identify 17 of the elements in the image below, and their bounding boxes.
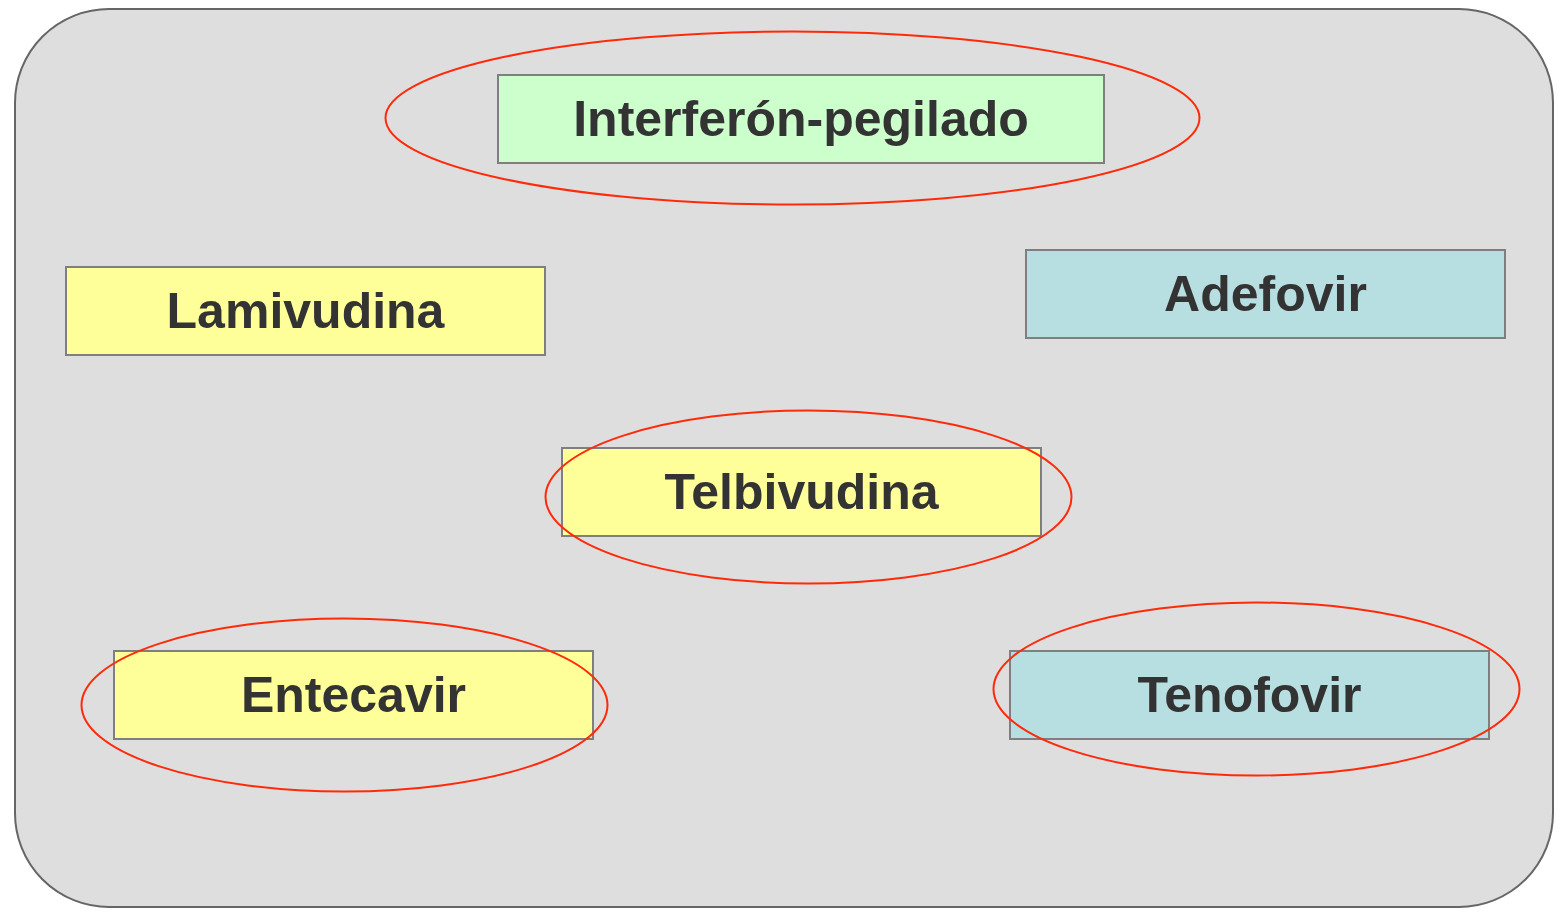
drug-name: Telbivudina xyxy=(664,463,939,521)
drug-name: Lamivudina xyxy=(166,282,445,340)
drug-box xyxy=(561,447,1042,537)
drug-box xyxy=(1025,249,1506,339)
highlight-ellipse xyxy=(80,617,609,793)
drug-box xyxy=(497,74,1105,164)
drug-name: Adefovir xyxy=(1164,265,1367,323)
drug-name: Tenofovir xyxy=(1137,666,1362,724)
drug-box xyxy=(113,650,594,740)
highlight-ellipse xyxy=(992,601,1521,777)
highlight-ellipse xyxy=(544,409,1073,585)
drug-box xyxy=(1009,650,1490,740)
drug-box xyxy=(65,266,546,356)
drug-name: Interferón-pegilado xyxy=(573,90,1029,148)
drug-name: Entecavir xyxy=(240,666,467,724)
highlight-ellipse xyxy=(384,30,1201,206)
panel-background xyxy=(14,8,1554,908)
